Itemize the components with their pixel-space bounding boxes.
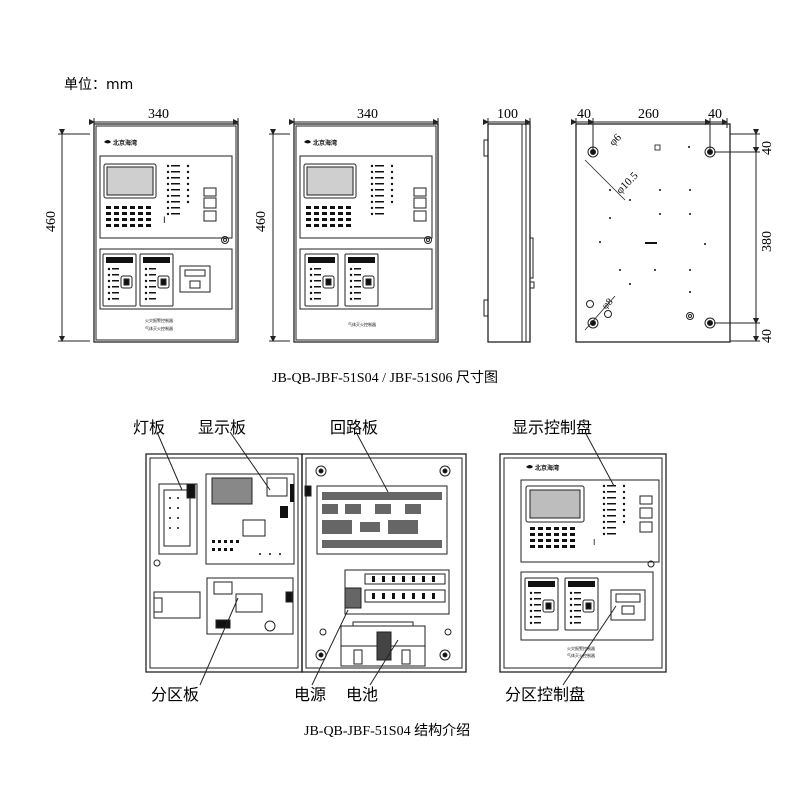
side-view <box>483 118 535 343</box>
front-view-1: 北京海湾 I 火灾报警控制器 气体灭火控制器 <box>58 118 239 343</box>
front2-width-dim: 340 <box>357 107 378 122</box>
back-view <box>571 118 760 343</box>
label-loop-board: 回路板 <box>330 418 379 437</box>
front-view-2: 北京海湾 气体灭火控制器 <box>269 118 439 343</box>
structure-caption: JB-QB-JBF-51S04 结构介绍 <box>304 724 471 739</box>
unit-label: 单位：mm <box>64 77 134 93</box>
svg-text:气体灭火控制器: 气体灭火控制器 <box>348 321 376 327</box>
svg-text:北京海湾: 北京海湾 <box>113 139 137 147</box>
label-zone-board: 分区板 <box>151 685 200 704</box>
svg-text:北京海湾: 北京海湾 <box>313 139 337 147</box>
back-left-dim: 40 <box>577 107 591 122</box>
label-power: 电源 <box>294 685 327 704</box>
label-zone-control-panel: 分区控制盘 <box>505 685 586 704</box>
label-display-board: 显示板 <box>198 418 247 437</box>
control-panel-detail: 北京海湾 I 火灾报警控制器 气体灭火控制器 <box>499 431 667 686</box>
svg-text:北京海湾: 北京海湾 <box>535 464 559 472</box>
svg-text:火灾报警控制器: 火灾报警控制器 <box>567 645 595 651</box>
svg-text:火灾报警控制器: 火灾报警控制器 <box>145 317 173 323</box>
open-cabinet <box>145 431 467 686</box>
svg-text:I: I <box>593 538 595 547</box>
svg-text:气体灭火控制器: 气体灭火控制器 <box>145 325 173 331</box>
label-battery: 电池 <box>346 685 379 704</box>
dimension-caption: JB-QB-JBF-51S04 / JBF-51S06 尺寸图 <box>272 371 498 386</box>
side-depth-dim: 100 <box>497 107 518 122</box>
label-display-control-panel: 显示控制盘 <box>512 418 593 437</box>
back-right-dim: 40 <box>708 107 722 122</box>
svg-text:气体灭火控制器: 气体灭火控制器 <box>567 652 595 658</box>
svg-text:I: I <box>163 216 166 226</box>
back-middle-dim: 260 <box>638 107 659 122</box>
front1-width-dim: 340 <box>148 107 169 122</box>
